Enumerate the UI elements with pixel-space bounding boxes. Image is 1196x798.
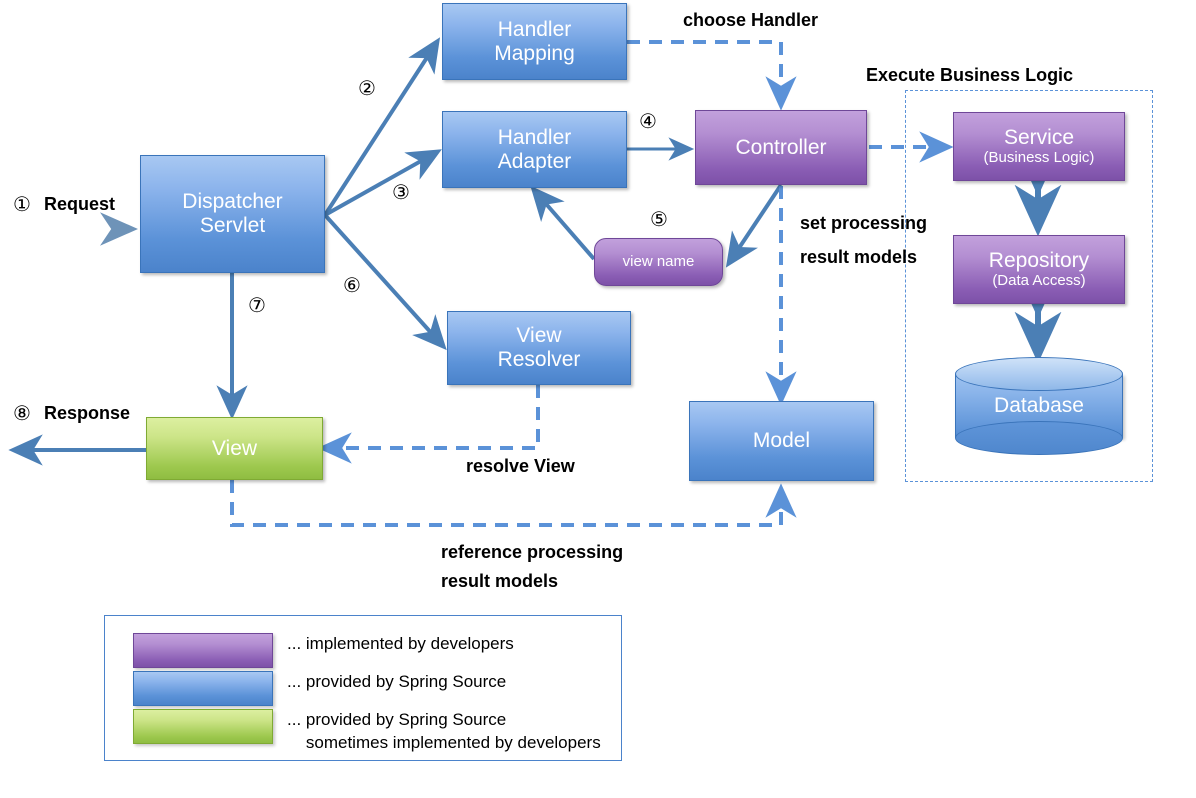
node-view-name-line1: view name — [622, 252, 695, 270]
legend-swatch-green — [133, 709, 273, 744]
dashed-view-to-model — [230, 480, 797, 527]
step-3: ③ — [392, 180, 410, 204]
node-repository-line1: Repository — [988, 249, 1090, 273]
legend-swatch-purple — [133, 633, 273, 668]
step-8: ⑧ — [13, 401, 31, 425]
dashed-resolve-view — [317, 385, 540, 464]
step-6: ⑥ — [343, 273, 361, 297]
label-reference-1: reference processing — [441, 542, 624, 562]
node-dispatcher-servlet-line2: Servlet — [199, 214, 266, 237]
legend-text-spring-source: ... provided by Spring Source — [287, 672, 507, 691]
node-handler-mapping[interactable]: Handler Mapping — [442, 3, 627, 80]
execute-business-logic-group — [905, 90, 1153, 482]
database-bottom-ellipse — [955, 421, 1123, 455]
legend-row-spring-source: ... provided by Spring Source — [133, 671, 506, 706]
legend-text-developers: ... implemented by developers — [287, 634, 514, 653]
label-response: Response — [44, 403, 131, 423]
node-handler-adapter-line2: Adapter — [497, 149, 572, 173]
node-repository[interactable]: Repository (Data Access) — [953, 235, 1125, 304]
step-4: ④ — [639, 109, 657, 133]
legend-row-developers: ... implemented by developers — [133, 633, 514, 668]
step-7: ⑦ — [248, 293, 266, 317]
legend-swatch-blue — [133, 671, 273, 706]
legend-text-spring-source-mixed: ... provided by Spring Source sometimes … — [287, 709, 601, 755]
node-dispatcher-servlet-line1: Dispatcher — [182, 190, 283, 214]
node-view-resolver-line2: Resolver — [497, 348, 581, 371]
label-request: Request — [44, 194, 116, 214]
label-reference-2: result models — [441, 571, 559, 591]
step-2: ② — [358, 76, 376, 100]
legend-text-mixed-line1: ... provided by Spring Source — [287, 710, 507, 729]
label-set-processing-1: set processing — [800, 213, 928, 233]
node-view-line1: View — [211, 436, 258, 460]
legend-panel: ... implemented by developers ... provid… — [104, 615, 622, 761]
legend-row-spring-source-mixed: ... provided by Spring Source sometimes … — [133, 709, 601, 755]
node-controller[interactable]: Controller — [695, 110, 867, 185]
node-view[interactable]: View — [146, 417, 323, 480]
node-view-name[interactable]: view name — [594, 238, 723, 286]
database-top-ellipse — [955, 357, 1123, 391]
node-repository-line2: (Data Access) — [992, 271, 1086, 289]
node-handler-adapter[interactable]: Handler Adapter — [442, 111, 627, 188]
label-choose-handler: choose Handler — [683, 10, 819, 30]
arrow-controller-to-view-name — [725, 183, 783, 268]
node-handler-adapter-line1: Handler — [497, 125, 572, 149]
step-5: ⑤ — [650, 207, 668, 231]
node-view-resolver-line1: View — [516, 324, 562, 348]
execute-business-logic-label: Execute Business Logic — [866, 65, 1074, 85]
node-model-line1: Model — [752, 429, 811, 453]
legend-text-mixed-line2: sometimes implemented by developers — [287, 732, 601, 752]
node-database-label: Database — [994, 394, 1084, 417]
arrow-dispatcher-to-handler-mapping — [323, 37, 441, 217]
node-model[interactable]: Model — [689, 401, 874, 481]
step-1: ① — [13, 192, 31, 216]
node-dispatcher-servlet[interactable]: Dispatcher Servlet — [140, 155, 325, 273]
arrow-dispatcher-to-handler-adapter — [324, 149, 442, 217]
dashed-choose-handler — [627, 40, 797, 111]
node-controller-line1: Controller — [735, 135, 827, 159]
node-database[interactable]: Database — [955, 357, 1123, 455]
label-set-processing-2: result models — [800, 247, 918, 267]
node-handler-mapping-line2: Mapping — [494, 41, 575, 65]
node-service-line2: (Business Logic) — [983, 148, 1095, 166]
label-resolve-view: resolve View — [466, 456, 575, 476]
node-service[interactable]: Service (Business Logic) — [953, 112, 1125, 181]
arrow-view-name-to-handler-adapter — [530, 185, 596, 261]
node-service-line1: Service — [1003, 126, 1075, 150]
node-view-resolver[interactable]: View Resolver — [447, 311, 631, 385]
node-handler-mapping-line1: Handler — [497, 17, 572, 41]
